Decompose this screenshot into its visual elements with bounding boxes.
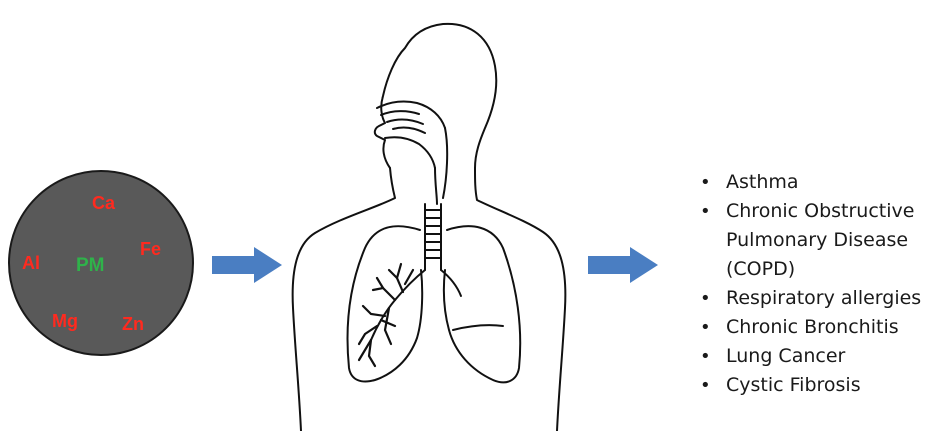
element-al-label: Al bbox=[22, 254, 40, 272]
list-item: Respiratory allergies bbox=[694, 284, 947, 313]
list-item: Cystic Fibrosis bbox=[694, 371, 947, 400]
element-zn-label: Zn bbox=[122, 315, 144, 333]
particulate-matter-circle: Ca Al Fe Mg Zn PM bbox=[8, 170, 194, 356]
pm-center-label: PM bbox=[76, 256, 105, 275]
list-item: Chronic Bronchitis bbox=[694, 313, 947, 342]
list-item: Lung Cancer bbox=[694, 342, 947, 371]
element-ca-label: Ca bbox=[92, 194, 115, 212]
list-item: Chronic Obstructive bbox=[694, 197, 947, 226]
element-mg-label: Mg bbox=[52, 312, 78, 330]
arrow-right-icon bbox=[588, 247, 660, 283]
element-fe-label: Fe bbox=[140, 240, 161, 258]
list-item: Asthma bbox=[694, 168, 947, 197]
arrow-right-icon bbox=[212, 247, 284, 283]
respiratory-system-illustration bbox=[285, 8, 570, 431]
health-effects-list: Asthma Chronic Obstructive Pulmonary Dis… bbox=[694, 168, 947, 400]
list-item: Pulmonary Disease bbox=[694, 226, 947, 255]
list-item: (COPD) bbox=[694, 255, 947, 284]
